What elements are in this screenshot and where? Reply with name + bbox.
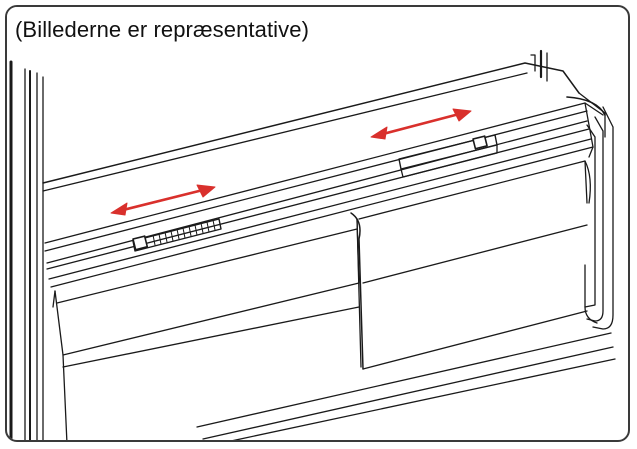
double-arrow-icon [110, 184, 216, 216]
drawer-fronts [52, 160, 591, 440]
illustration-frame: (Billederne er repræsentative) [5, 5, 630, 442]
drawer-cover [42, 62, 606, 288]
right-wall [530, 49, 614, 330]
slider-vent-icon [132, 218, 222, 252]
crisper-drawer-illustration [7, 7, 616, 440]
left-wall [9, 60, 44, 440]
caption-text: (Billederne er repræsentative) [15, 17, 310, 42]
double-arrow-icon [370, 108, 472, 140]
slider-vent-icon [398, 134, 498, 178]
lower-shelf [196, 332, 616, 440]
